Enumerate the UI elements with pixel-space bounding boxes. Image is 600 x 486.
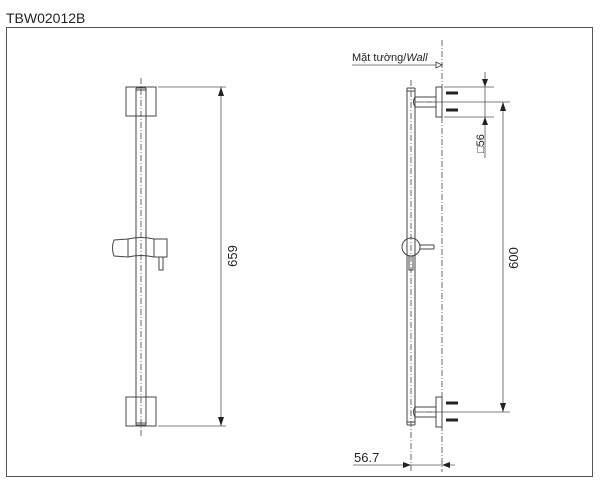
wall-label-en: Wall (406, 52, 428, 64)
dimension-label-600: 600 (506, 247, 521, 269)
wall-label: Mặt tường/Wall (352, 52, 443, 69)
dimension-label-56-7: 56.7 (354, 450, 379, 465)
dimension-bracket-size: □56 (444, 72, 494, 158)
dimension-overall-height: 659 (158, 86, 240, 427)
square-symbol: □ (475, 146, 487, 153)
front-view: 659 (112, 78, 240, 438)
dimension-label-659: 659 (225, 245, 240, 267)
slider-holder-side (401, 237, 435, 271)
dimension-wall-offset: 56.7 (353, 450, 455, 468)
bottom-bracket (413, 396, 458, 428)
slider-holder (112, 237, 168, 271)
dimension-bracket-spacing: 600 (420, 101, 521, 413)
wall-label-vi: Mặt tường/ (352, 52, 407, 64)
svg-text:□56: □56 (475, 134, 487, 153)
side-view: Mặt tường/Wall □56 600 (352, 40, 521, 472)
dimension-label-56: 56 (475, 134, 487, 146)
drawing-frame (6, 27, 593, 477)
model-title: TBW02012B (6, 10, 86, 26)
svg-text:Mặt tường/Wall: Mặt tường/Wall (352, 52, 428, 64)
